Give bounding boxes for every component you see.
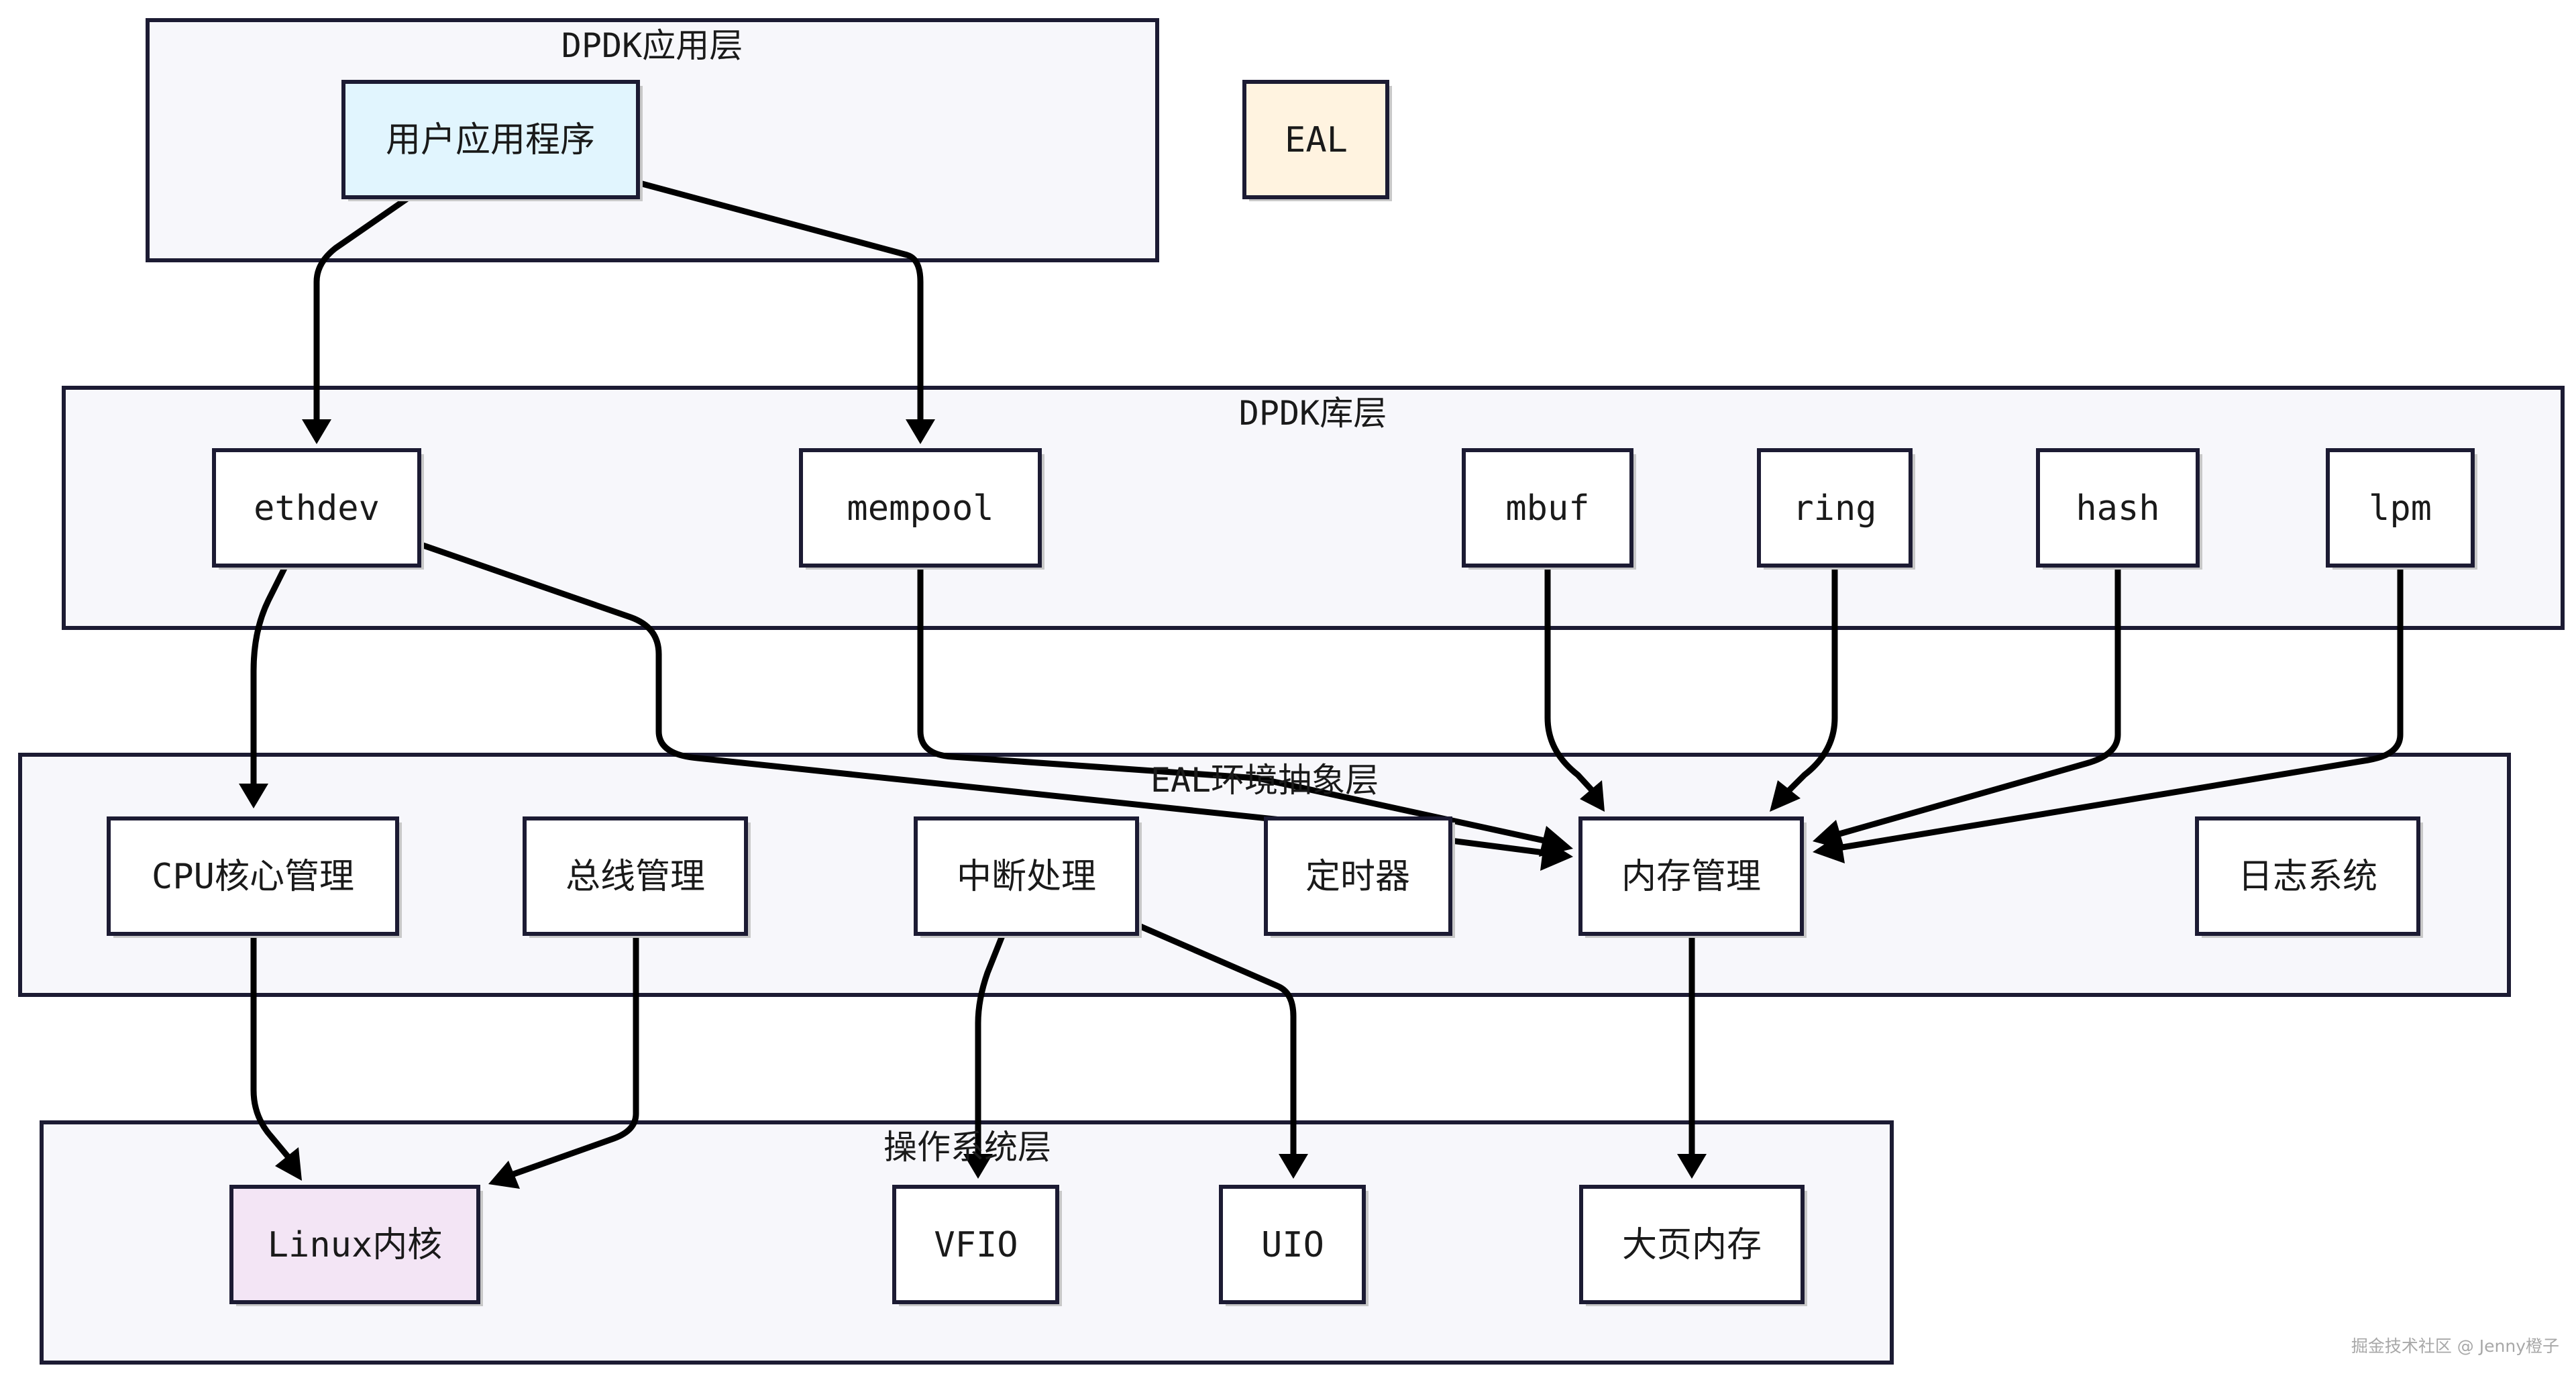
arrowhead-linux-kernel-bus: [488, 1161, 520, 1189]
edge-hash-to-memory-mgmt: [1831, 564, 2121, 839]
arrowhead-mempool: [906, 419, 935, 444]
arrowhead-linux-kernel-cpu: [275, 1147, 302, 1181]
edges: [239, 179, 2404, 1189]
arrowhead-memory-mgmt-ring: [1770, 780, 1801, 812]
node-label-lpm: lpm: [2369, 488, 2432, 529]
node-uio: UIO: [1219, 1185, 1368, 1306]
group-title-lib-layer: DPDK库层: [1239, 394, 1387, 433]
node-cpu-mgmt: CPU核心管理: [107, 816, 402, 938]
arrowhead-memory-mgmt-mbuf: [1580, 780, 1605, 812]
edge-cpu-mgmt-to-linux-kernel: [250, 929, 292, 1161]
group-title-eal-layer: EAL环境抽象层: [1150, 761, 1379, 800]
node-hugepage: 大页内存: [1579, 1185, 1807, 1306]
edge-user-app-to-ethdev: [313, 195, 411, 426]
node-label-vfio: VFIO: [934, 1225, 1018, 1265]
node-label-cpu-mgmt: CPU核心管理: [152, 857, 354, 897]
node-label-mempool: mempool: [847, 488, 994, 529]
node-label-memory-mgmt: 内存管理: [1621, 857, 1761, 897]
node-label-uio: UIO: [1261, 1225, 1324, 1265]
edge-lpm-to-memory-mgmt: [1835, 564, 2404, 851]
node-label-linux-kernel: Linux内核: [268, 1225, 443, 1265]
edge-interrupt-to-vfio: [975, 929, 1007, 1161]
edge-ethdev-to-memory-mgmt: [418, 541, 1563, 858]
edge-interrupt-to-uio: [1136, 922, 1297, 1161]
node-timer: 定时器: [1264, 816, 1455, 938]
node-label-hugepage: 大页内存: [1622, 1225, 1762, 1265]
arrowhead-cpu-mgmt: [239, 784, 268, 808]
node-user-app: 用户应用程序: [341, 80, 643, 201]
node-vfio: VFIO: [892, 1185, 1062, 1306]
node-label-bus-mgmt: 总线管理: [566, 857, 705, 897]
node-eal: EAL: [1242, 80, 1392, 201]
node-lpm: lpm: [2326, 448, 2477, 570]
node-label-timer: 定时器: [1305, 857, 1410, 897]
node-interrupt: 中断处理: [914, 816, 1142, 938]
node-mbuf: mbuf: [1462, 448, 1636, 570]
node-memory-mgmt: 内存管理: [1578, 816, 1807, 938]
node-label-user-app: 用户应用程序: [386, 120, 595, 160]
arrowhead-memory-mgmt-mempool: [1539, 826, 1573, 857]
group-app-layer: DPDK应用层: [146, 18, 1159, 262]
arrowhead-uio: [1279, 1154, 1308, 1179]
node-mempool: mempool: [799, 448, 1044, 570]
group-title-os-layer: 操作系统层: [883, 1128, 1051, 1167]
node-hash: hash: [2036, 448, 2202, 570]
arrowhead-vfio: [963, 1154, 993, 1179]
edge-bus-mgmt-to-linux-kernel: [506, 929, 639, 1179]
edge-ring-to-memory-mgmt: [1784, 564, 1838, 795]
edge-mbuf-to-memory-mgmt: [1544, 564, 1597, 795]
node-linux-kernel: Linux内核: [229, 1185, 483, 1306]
arrowhead-memory-mgmt-lpm: [1813, 834, 1845, 863]
node-label-eal: EAL: [1285, 120, 1348, 160]
arrowhead-ethdev: [302, 419, 331, 444]
group-title-app-layer: DPDK应用层: [561, 26, 743, 65]
node-label-hash: hash: [2076, 488, 2159, 529]
watermark: 掘金技术社区 @ Jenny橙子: [2351, 1336, 2559, 1356]
node-label-interrupt: 中断处理: [957, 857, 1096, 897]
edge-user-app-to-mempool: [634, 179, 924, 426]
node-label-log-system: 日志系统: [2238, 857, 2377, 897]
edge-mempool-to-memory-mgmt: [917, 564, 1563, 847]
node-label-ethdev: ethdev: [254, 488, 380, 529]
node-label-mbuf: mbuf: [1505, 488, 1589, 529]
node-bus-mgmt: 总线管理: [523, 816, 751, 938]
arrowhead-hugepage: [1677, 1154, 1707, 1179]
node-ethdev: ethdev: [212, 448, 424, 570]
node-log-system: 日志系统: [2195, 816, 2423, 938]
node-ring: ring: [1757, 448, 1915, 570]
edge-ethdev-to-cpu-mgmt: [250, 564, 288, 790]
node-label-ring: ring: [1792, 488, 1876, 529]
